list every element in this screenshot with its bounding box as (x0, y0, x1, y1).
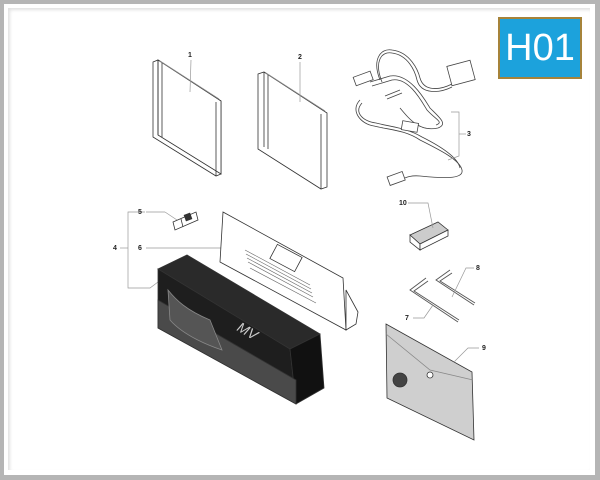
manual-1-illustration (152, 59, 222, 177)
section-code-badge: H01 (498, 17, 582, 79)
callout-2[interactable]: 2 (298, 54, 302, 61)
callout-9[interactable]: 9 (482, 345, 486, 352)
key-tag-illustration (172, 211, 199, 231)
callout-6[interactable]: 6 (138, 245, 142, 252)
manual-2-illustration (257, 71, 328, 190)
envelope-illustration (385, 323, 475, 441)
clip-illustration (409, 221, 449, 251)
callout-5[interactable]: 5 (138, 209, 142, 216)
documentation-box-illustration: MV (157, 254, 325, 405)
allen-keys-illustration (409, 269, 476, 323)
info-card-illustration (219, 211, 359, 331)
charger-cable-illustration (352, 49, 476, 186)
callout-8[interactable]: 8 (476, 265, 480, 272)
callout-4[interactable]: 4 (113, 245, 117, 252)
callout-3[interactable]: 3 (467, 131, 471, 138)
callout-10[interactable]: 10 (399, 200, 407, 207)
callout-1[interactable]: 1 (188, 52, 192, 59)
callout-7[interactable]: 7 (405, 315, 409, 322)
